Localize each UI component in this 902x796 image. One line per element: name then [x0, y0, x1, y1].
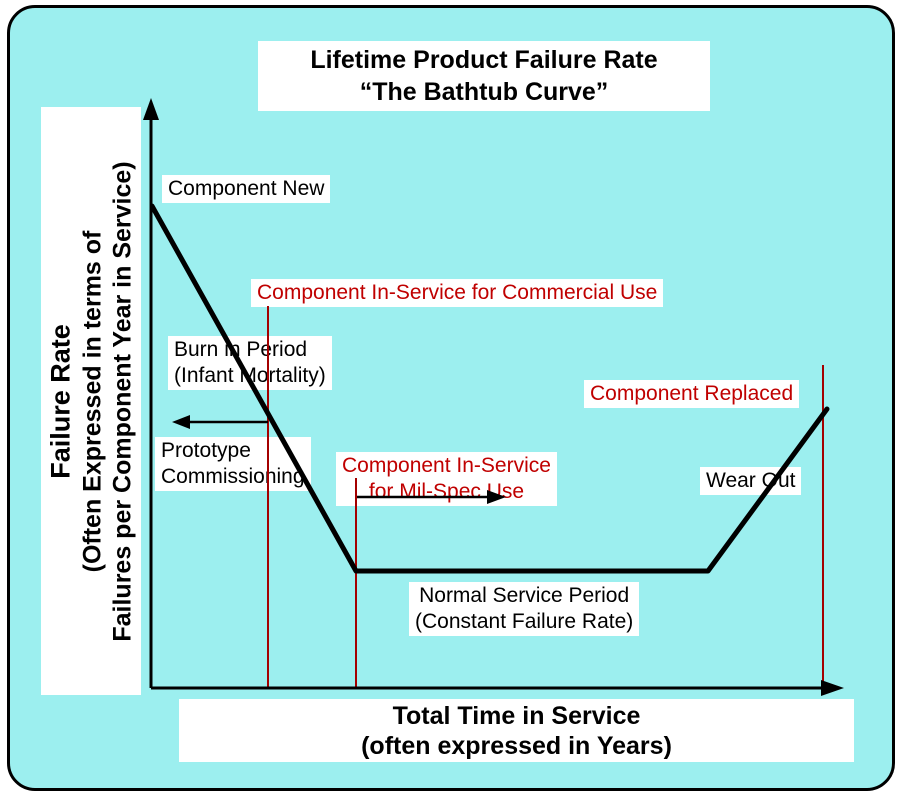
y-axis-label-line1: Failure Rate [45, 323, 76, 479]
component-replaced-label: Component Replaced [584, 380, 800, 408]
title-line2: “The Bathtub Curve” [359, 78, 609, 106]
burn-in-label-line2: (Infant Mortality) [174, 364, 326, 387]
x-axis-label-line2: (often expressed in Years) [361, 731, 672, 760]
y-axis-label-text: Failure Rate (Often Expressed in terms o… [45, 161, 138, 641]
normal-service-label-line2: (Constant Failure Rate) [415, 610, 634, 633]
y-axis-label: Failure Rate (Often Expressed in terms o… [41, 107, 141, 695]
title-line1: Lifetime Product Failure Rate [310, 46, 658, 74]
normal-service-label-line1: Normal Service Period [419, 584, 630, 607]
prototype-commissioning-label: Prototype Commissioning [155, 437, 311, 491]
x-axis-label: Total Time in Service (often expressed i… [179, 699, 854, 762]
mil-spec-label-line2: for Mil-Spec Use [368, 480, 525, 503]
prototype-label-line1: Prototype [161, 439, 251, 462]
diagram-title: Lifetime Product Failure Rate “The Batht… [258, 41, 710, 111]
prototype-label-line2: Commissioning [161, 465, 305, 488]
mil-spec-label: Component In-Service for Mil-Spec Use [336, 452, 557, 506]
component-new-label: Component New [162, 175, 331, 203]
burn-in-label: Burn in Period (Infant Mortality) [168, 336, 332, 390]
y-axis-label-line2: (Often Expressed in terms of [78, 230, 107, 572]
y-axis-label-line3: Failures per Component Year in Service) [108, 160, 137, 642]
x-axis-label-line1: Total Time in Service [392, 701, 641, 730]
burn-in-label-line1: Burn in Period [174, 338, 308, 361]
wear-out-label: Wear Out [700, 467, 802, 495]
mil-spec-label-line1: Component In-Service [342, 454, 551, 477]
normal-service-label: Normal Service Period (Constant Failure … [409, 582, 640, 636]
commercial-use-label: Component In-Service for Commercial Use [251, 279, 664, 307]
